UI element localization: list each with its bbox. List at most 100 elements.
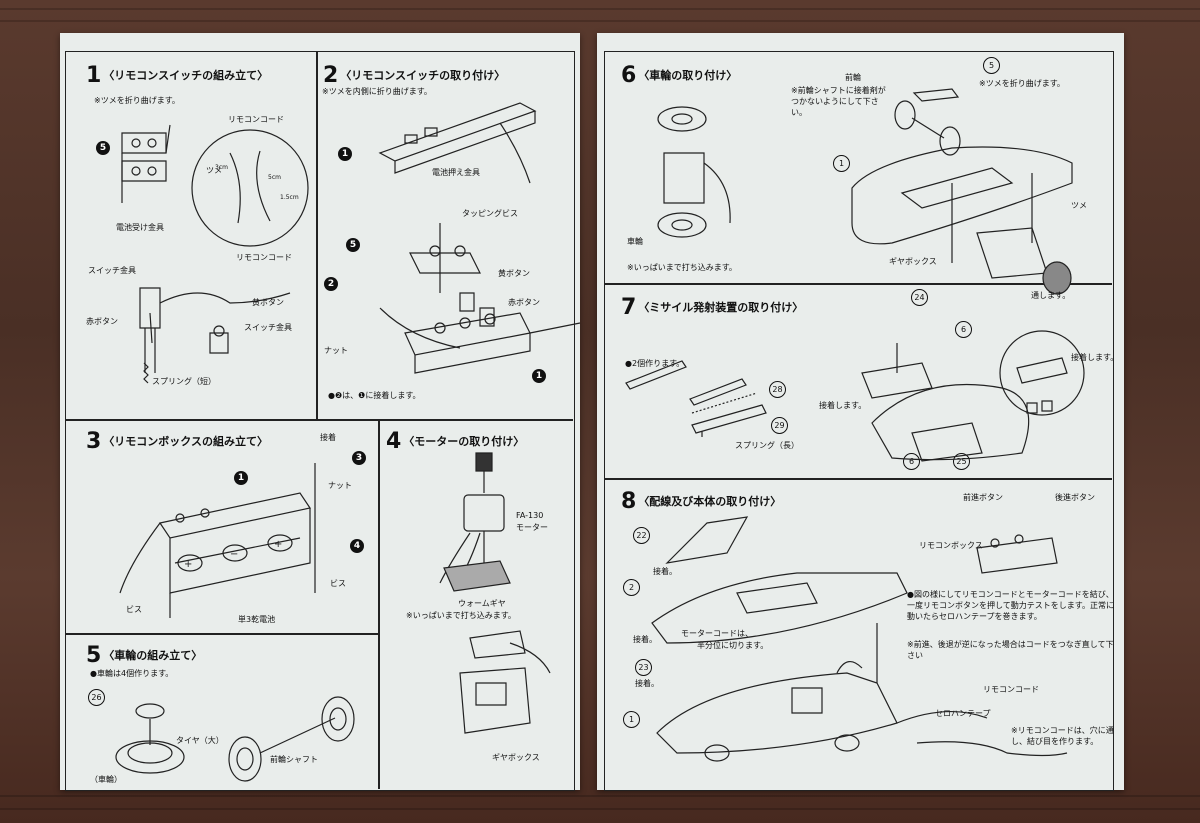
part-number: 1 [623, 711, 640, 728]
step-6-note: ※前輪シャフトに接着剤がつかないようにして下さい。 [791, 86, 886, 117]
label: 単3乾電池 [238, 615, 276, 624]
step-4-title: 4〈モーターの取り付け〉 [386, 429, 525, 454]
label: スイッチ金具 [88, 266, 136, 275]
part-number: 6 [903, 453, 920, 470]
wheel-mount-illustration [652, 73, 1102, 283]
label: 前輪シャフト [270, 755, 318, 764]
step-1-title: 1〈リモコンスイッチの組み立て〉 [86, 63, 269, 88]
part-number: 28 [769, 381, 786, 398]
step-5-title: 5〈車輪の組み立て〉 [86, 643, 203, 668]
label: 後進ボタン [1055, 493, 1095, 502]
remocon-box-illustration: +−+ [120, 453, 330, 623]
part-number: 1 [833, 155, 850, 172]
step-8-endnote: ※リモコンコードは、穴に通し、結び目を作ります。 [1011, 726, 1114, 746]
divider [316, 51, 318, 419]
label: 前輪 [845, 73, 861, 82]
label: モーターコードは、 [681, 629, 753, 638]
label: 1.5cm [280, 194, 299, 201]
part-number: 24 [911, 289, 928, 306]
label: スプリング（長） [735, 441, 799, 450]
label: ギヤボックス [889, 257, 937, 266]
part-number: 5 [983, 57, 1000, 74]
label: ナット [324, 346, 348, 355]
step-8-title: 8〈配線及び本体の取り付け〉 [621, 489, 782, 514]
label: タイヤ（大） [176, 736, 224, 745]
label: リモコンコード [983, 685, 1039, 694]
step-2-footer: ●❷は、❶に接着します。 [328, 391, 421, 400]
label: 3cm [215, 164, 228, 171]
label: （車輪） [90, 775, 122, 784]
step-6-title: 6〈車輪の取り付け〉 [621, 63, 738, 88]
label: 半分位に切ります。 [697, 641, 769, 650]
label: ウォームギヤ [458, 599, 506, 608]
divider [378, 419, 380, 789]
label: リモコンコード [236, 253, 292, 262]
motor-illustration [430, 453, 560, 753]
part-badge: 1 [338, 147, 352, 161]
label: スプリング（短） [152, 377, 216, 386]
part-badge: 4 [350, 539, 364, 553]
divider [65, 633, 378, 635]
label: 5cm [268, 174, 281, 181]
part-badge: 2 [324, 277, 338, 291]
step-1-note: ※ツメを折り曲げます。 [94, 96, 180, 105]
label: 接着。 [633, 635, 657, 644]
part-number: 2 [623, 579, 640, 596]
label: ※いっぱいまで打ち込みます。 [627, 263, 737, 272]
part-badge: 3 [352, 451, 366, 465]
step-7-note: ●2個作ります。 [625, 359, 685, 368]
label: リモコンボックス [919, 541, 983, 550]
label: ビス [330, 579, 346, 588]
label: 赤ボタン [508, 298, 540, 307]
label: 接着。 [653, 567, 677, 576]
label: セロハンテープ [935, 709, 991, 718]
label: 接着します。 [1071, 353, 1119, 362]
divider [65, 419, 573, 421]
label: 電池受け金具 [116, 223, 164, 232]
switch-mount-illustration [350, 93, 570, 393]
label: 電池押え金具 [432, 168, 480, 177]
part-badge: 5 [346, 238, 360, 252]
step-3-title: 3〈リモコンボックスの組み立て〉 [86, 429, 268, 454]
svg-text:−: − [230, 549, 238, 560]
label: リモコンコード [228, 115, 284, 124]
divider [604, 478, 1112, 480]
label: モーター [516, 523, 548, 532]
step-7-title: 7〈ミサイル発射装置の取り付け〉 [621, 295, 804, 320]
step-5-note: ●車輪は4個作ります。 [90, 669, 174, 678]
left-instruction-sheet: 1〈リモコンスイッチの組み立て〉 ※ツメを折り曲げます。 5 リモコンコード ツ… [60, 33, 580, 791]
label: FA-130 [516, 511, 544, 520]
body-wiring-illustration [647, 503, 1117, 763]
label: ※いっぱいまで打ち込みます。 [406, 611, 516, 620]
part-badge: 1 [532, 369, 546, 383]
right-instruction-sheet: 6〈車輪の取り付け〉 前輪 ※前輪シャフトに接着剤がつかないようにして下さい。 … [597, 33, 1124, 791]
label: 赤ボタン [86, 317, 118, 326]
label: 接着 [320, 433, 336, 442]
label: ツメ [206, 166, 222, 175]
label: タッピングビス [462, 209, 518, 218]
right-frame [604, 51, 1114, 791]
label: ツメ [1071, 201, 1087, 210]
part-number: 23 [635, 659, 652, 676]
part-number: 22 [633, 527, 650, 544]
svg-text:+: + [184, 559, 192, 570]
missile-launcher-illustration [622, 313, 1112, 463]
label: 通します。 [1031, 291, 1071, 300]
part-badge: 5 [96, 141, 110, 155]
label: ギヤボックス [492, 753, 540, 762]
label: 黄ボタン [252, 298, 284, 307]
wheel-assembly-illustration [110, 683, 370, 783]
part-number: 6 [955, 321, 972, 338]
label: 車輪 [627, 237, 643, 246]
label: 黄ボタン [498, 269, 530, 278]
part-badge: 1 [234, 471, 248, 485]
part-number: 29 [771, 417, 788, 434]
left-frame [65, 51, 575, 791]
step-8-note: ●図の様にしてリモコンコードとモーターコードを結び、一度リモコンボタンを押して動… [907, 590, 1114, 621]
step-2-title: 2〈リモコンスイッチの取り付け〉 [323, 63, 506, 88]
step-8-subnote: ※前進、後退が逆になった場合はコードをつなぎ直して下さい [907, 640, 1114, 660]
label: ビス [126, 605, 142, 614]
label: スイッチ金具 [244, 323, 292, 332]
label: 前進ボタン [963, 493, 1003, 502]
label: ※ツメを折り曲げます。 [979, 79, 1065, 88]
